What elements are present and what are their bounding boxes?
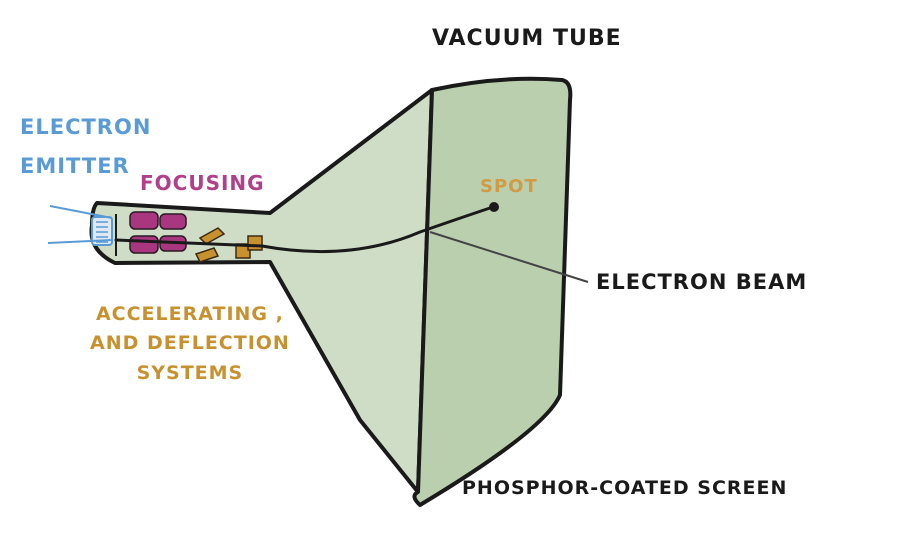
- emitter-label-line-1: Electron: [20, 115, 152, 139]
- electron-beam-label: Electron Beam: [596, 270, 808, 294]
- phosphor-screen-label: Phosphor-Coated Screen: [462, 477, 788, 499]
- accel-label-line-2: And Deflection: [90, 332, 290, 355]
- focusing-coils: [129, 211, 187, 254]
- vacuum-tube-label: Vacuum Tube: [432, 26, 622, 51]
- spot-label: Spot: [480, 176, 538, 197]
- beam-pointer: [429, 231, 589, 283]
- emitter-lead-bottom: [47, 239, 113, 244]
- focusing-label: Focusing: [140, 171, 265, 195]
- spot-dot: [489, 202, 499, 212]
- phosphor-screen: [412, 76, 573, 507]
- emitter-lead-top: [49, 205, 113, 219]
- accelerating-deflection-label: Accelerating , And Deflection Systems: [90, 300, 290, 388]
- emitter-label-line-2: Emitter: [20, 153, 130, 178]
- electron-beam: [114, 205, 495, 254]
- accel-label-line-1: Accelerating ,: [95, 303, 284, 325]
- accel-label-line-3: Systems: [136, 361, 244, 384]
- electron-emitter-label: Electron Emitter: [20, 108, 151, 186]
